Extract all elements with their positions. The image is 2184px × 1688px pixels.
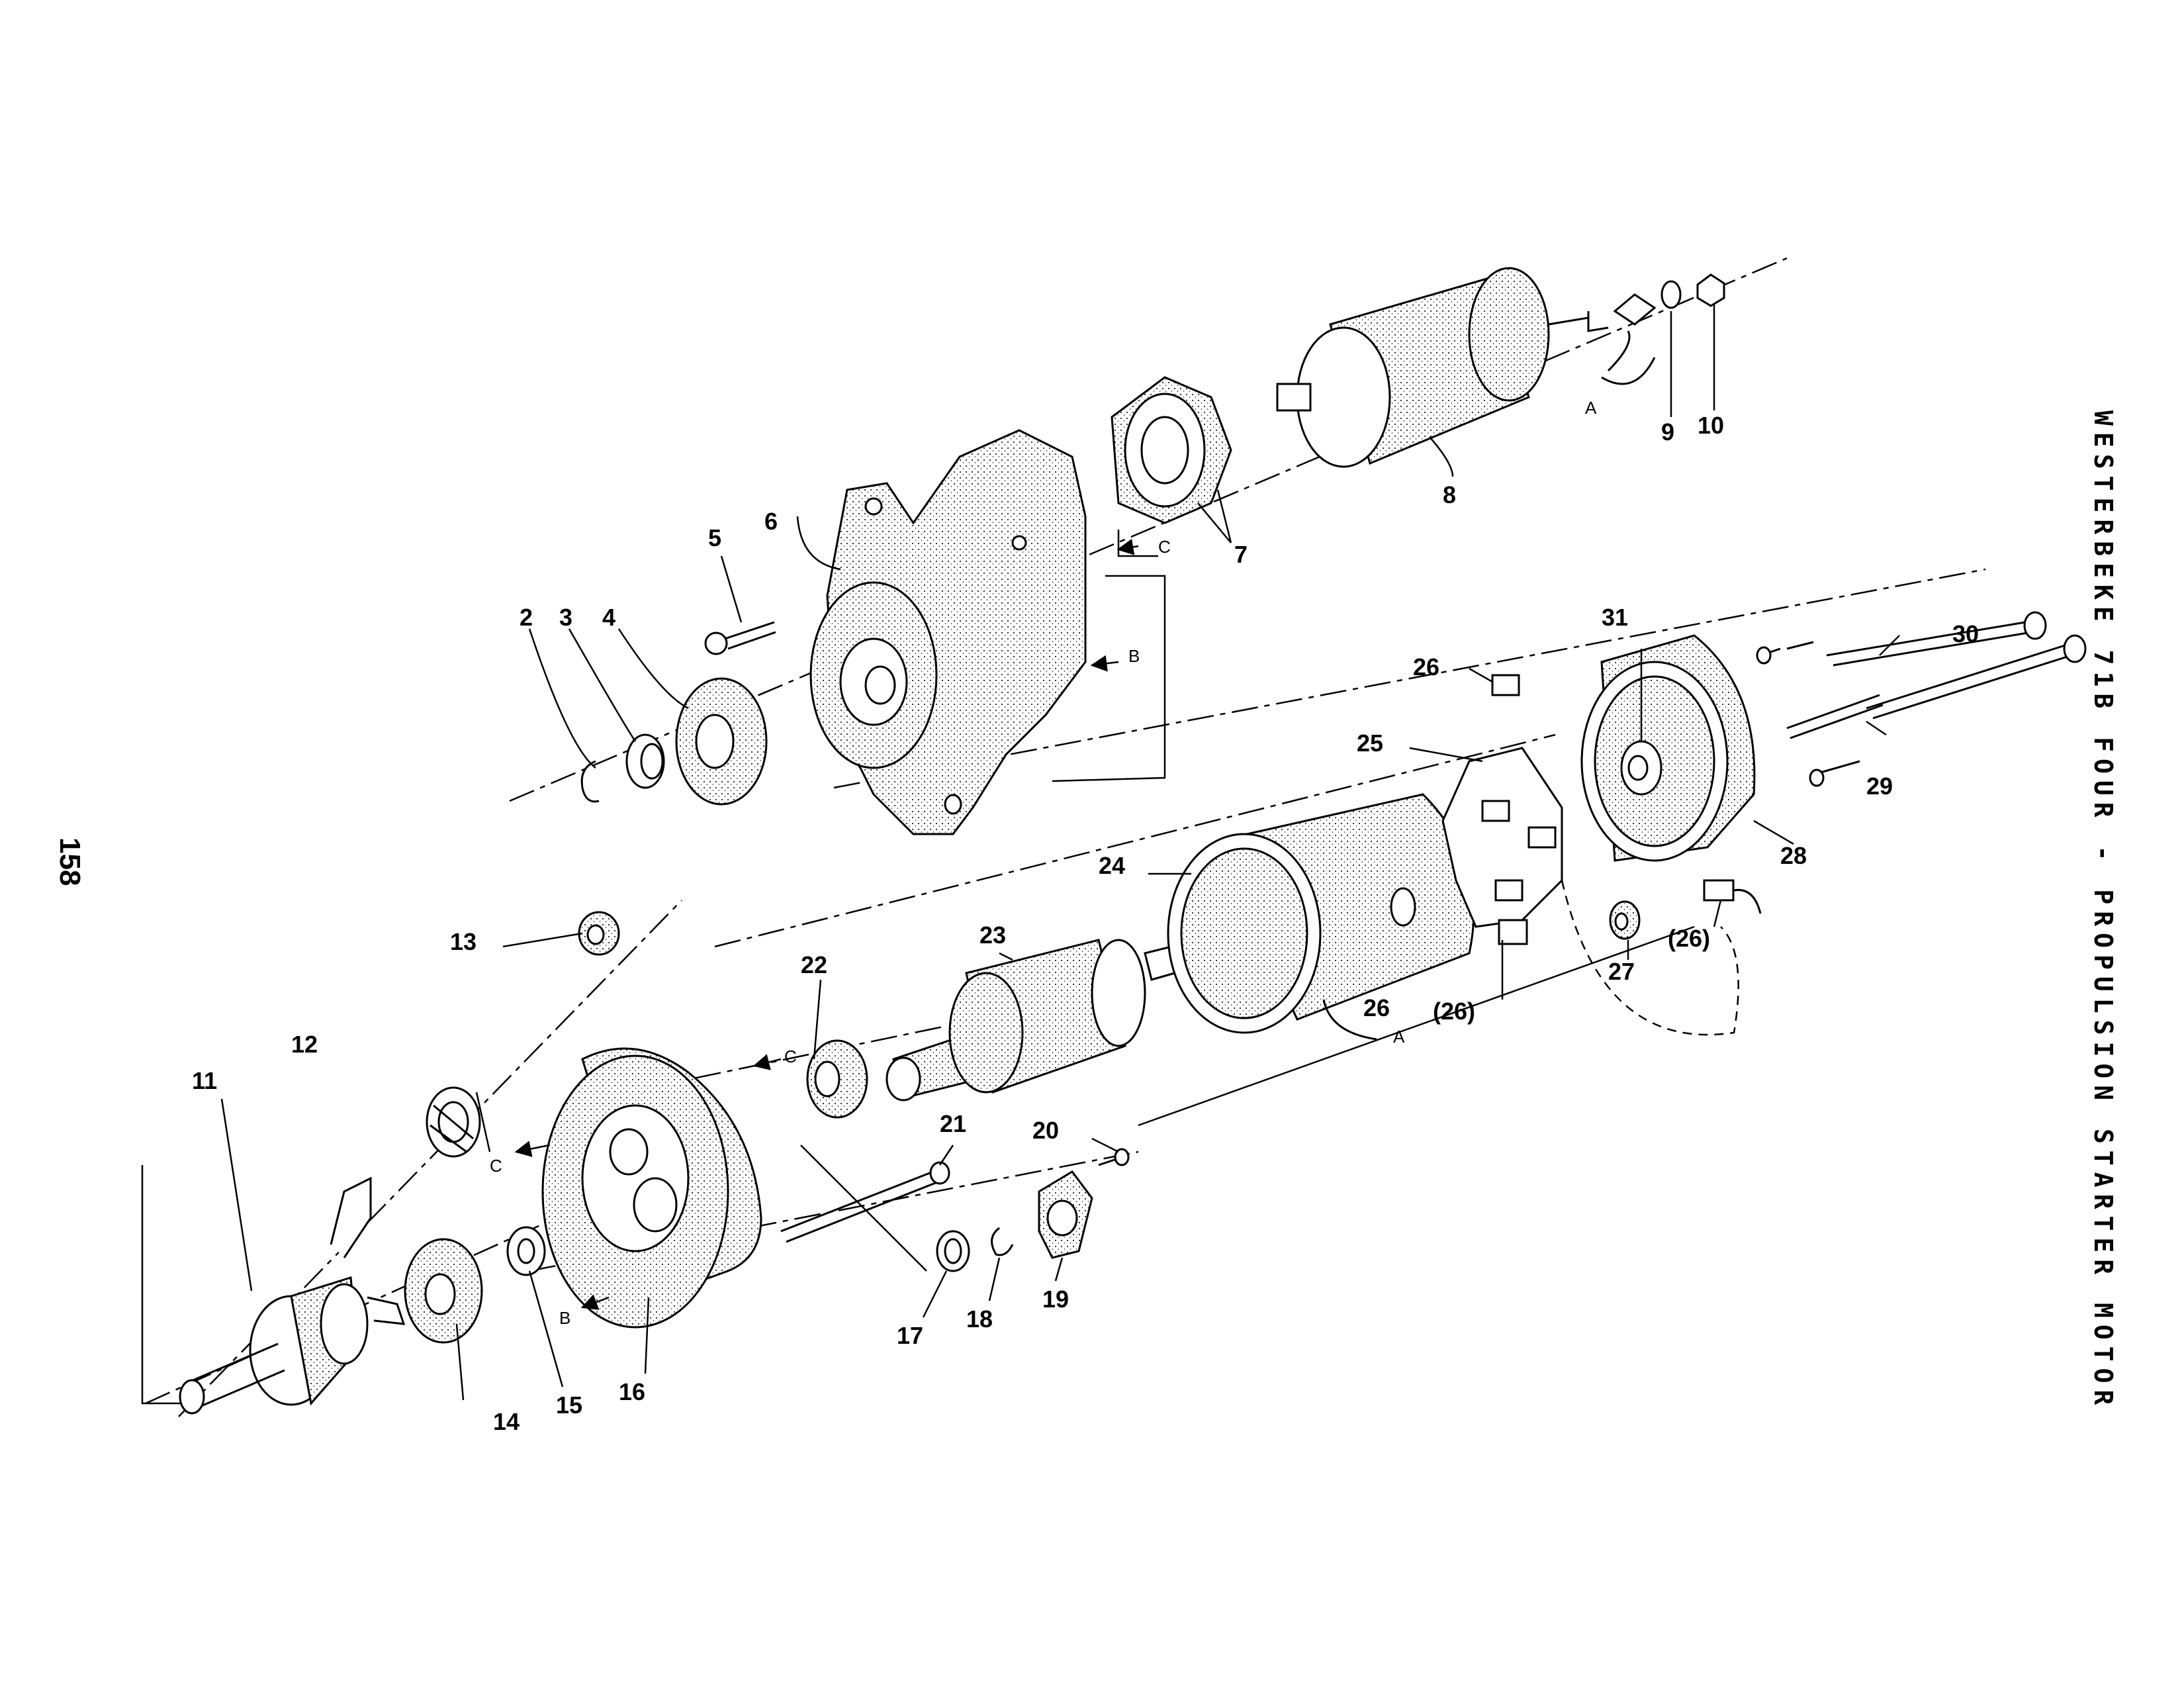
clip-18 bbox=[991, 1227, 1014, 1256]
callout-3: 3 bbox=[559, 604, 572, 631]
callout-11: 11 bbox=[192, 1067, 217, 1094]
screw-20 bbox=[1098, 1148, 1130, 1166]
clutch-assembly-11 bbox=[179, 1176, 406, 1415]
ref-b-bottom: B bbox=[559, 1308, 570, 1328]
page-number-text: 158 bbox=[54, 837, 86, 886]
retaining-ring-2 bbox=[580, 760, 600, 803]
callout-2: 2 bbox=[520, 604, 533, 631]
bolt-part-5 bbox=[704, 621, 776, 655]
through-stud-21 bbox=[780, 1161, 950, 1243]
spring-12 bbox=[426, 1086, 481, 1158]
armature-23 bbox=[886, 939, 1176, 1102]
callout-26-paren-left: (26) bbox=[1433, 998, 1475, 1025]
connector-arrows bbox=[514, 538, 1139, 1310]
callout-14: 14 bbox=[493, 1408, 520, 1435]
commutator-end-frame-28 bbox=[1580, 634, 1756, 862]
callout-26-bottom: 26 bbox=[1363, 994, 1390, 1021]
callout-9: 9 bbox=[1661, 418, 1674, 445]
ref-c-left: C bbox=[490, 1156, 502, 1176]
callout-29: 29 bbox=[1866, 773, 1893, 800]
drive-gear-14 bbox=[404, 1238, 483, 1344]
callout-25: 25 bbox=[1357, 729, 1383, 757]
stop-collar-13 bbox=[578, 911, 620, 956]
leader-lines bbox=[220, 305, 1900, 1401]
yoke-24 bbox=[1167, 793, 1475, 1041]
brush-detail-boundary bbox=[1561, 880, 1739, 1036]
bracket-lines bbox=[141, 530, 1695, 1405]
callout-27: 27 bbox=[1608, 958, 1635, 985]
callout-4: 4 bbox=[602, 604, 615, 631]
connector-refs: A A B B C C C bbox=[490, 398, 1597, 1328]
callout-17: 17 bbox=[897, 1322, 923, 1349]
callout-labels: 2 3 4 5 6 7 8 9 10 11 12 13 14 15 16 17 … bbox=[192, 412, 1979, 1435]
callout-30: 30 bbox=[1952, 620, 1979, 647]
callout-20: 20 bbox=[1032, 1117, 1059, 1144]
callout-19: 19 bbox=[1042, 1286, 1069, 1313]
ref-a-top: A bbox=[1585, 398, 1597, 418]
ref-b-top: B bbox=[1128, 646, 1140, 666]
callout-22: 22 bbox=[801, 951, 827, 978]
ref-a-bottom: A bbox=[1393, 1027, 1405, 1047]
callout-7: 7 bbox=[1234, 541, 1248, 568]
pinion-gear-4 bbox=[675, 677, 768, 806]
drive-end-frame-16 bbox=[541, 1047, 762, 1329]
brush-holder-25 bbox=[1441, 747, 1563, 928]
callout-10: 10 bbox=[1698, 412, 1724, 439]
callout-8: 8 bbox=[1443, 481, 1456, 508]
solenoid bbox=[1276, 267, 1609, 468]
washer-17 bbox=[936, 1230, 970, 1272]
callout-28: 28 bbox=[1780, 842, 1807, 869]
callout-13: 13 bbox=[450, 928, 477, 955]
ref-c-mid: C bbox=[784, 1047, 797, 1066]
screws-29 bbox=[1756, 641, 1884, 787]
callout-12: 12 bbox=[291, 1031, 318, 1058]
brush-spring-27 bbox=[1609, 900, 1641, 940]
callout-5: 5 bbox=[708, 524, 721, 551]
callout-31: 31 bbox=[1602, 604, 1628, 631]
bearing-22 bbox=[806, 1039, 868, 1119]
callout-15: 15 bbox=[556, 1391, 582, 1419]
callout-23: 23 bbox=[979, 921, 1006, 949]
callout-24: 24 bbox=[1099, 852, 1125, 879]
callout-16: 16 bbox=[619, 1378, 645, 1405]
gasket-plate bbox=[1111, 376, 1232, 524]
callout-6: 6 bbox=[764, 508, 778, 535]
collar-3 bbox=[625, 733, 665, 789]
terminal-hardware bbox=[1601, 273, 1725, 385]
washer-15 bbox=[506, 1226, 546, 1276]
callout-26-paren-right: (26) bbox=[1668, 925, 1710, 952]
page-title-text: WESTERBEKE 71B FOUR - PROPULSION STARTER… bbox=[2089, 410, 2118, 1412]
cover-19 bbox=[1038, 1170, 1093, 1259]
ref-c-top: C bbox=[1158, 537, 1171, 557]
brush-26 bbox=[1491, 674, 1762, 945]
callout-21: 21 bbox=[940, 1110, 966, 1137]
through-bolts-30 bbox=[1826, 611, 2087, 720]
callout-18: 18 bbox=[966, 1305, 993, 1333]
drive-housing bbox=[809, 429, 1087, 835]
callout-26-top: 26 bbox=[1413, 653, 1439, 680]
